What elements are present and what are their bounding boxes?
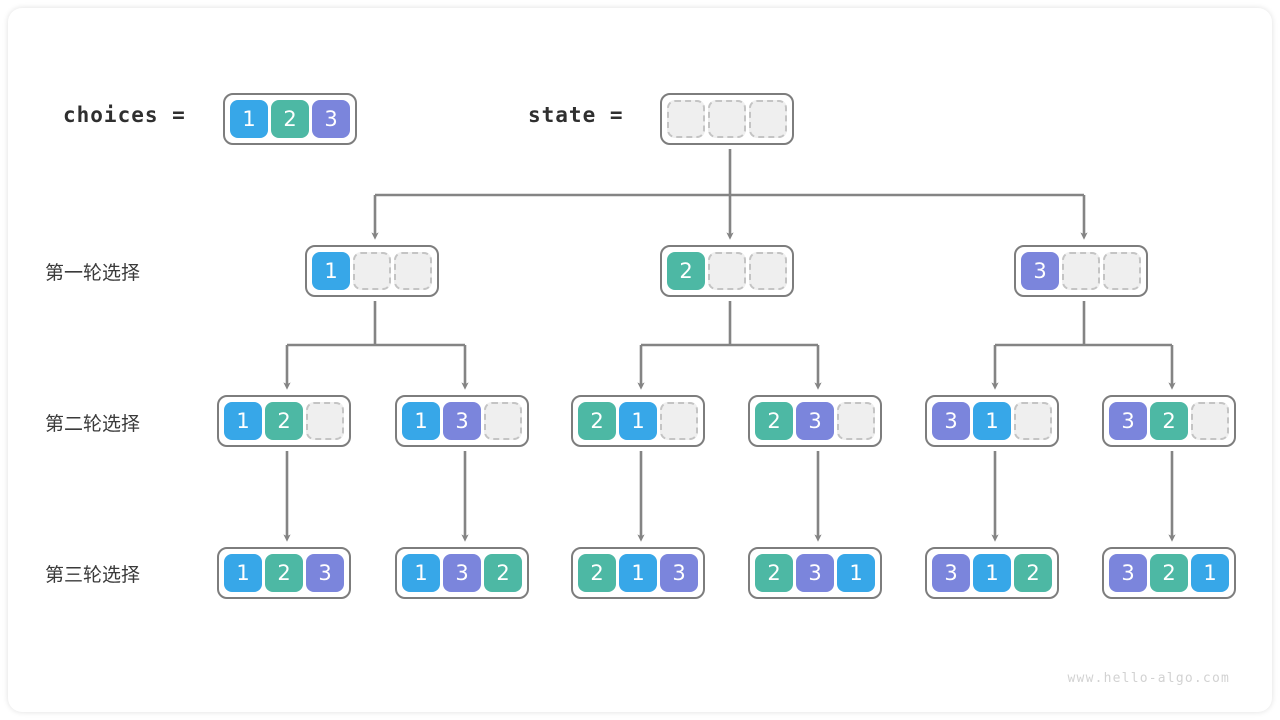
array-cell-empty [749,252,787,290]
watermark: www.hello-algo.com [1067,671,1230,686]
array-cell-value: 2 [578,554,616,592]
array-cell-value: 1 [224,554,262,592]
array-cell-empty [708,252,746,290]
tree-connectors [283,149,1176,542]
array-cell-value: 2 [271,100,309,138]
row-label-round-1: 第一轮选择 [45,262,141,284]
array-cell-value: 1 [973,554,1011,592]
array-cell-empty [708,100,746,138]
array-cell-empty [667,100,705,138]
array-cell-value: 1 [402,402,440,440]
array-cell-value: 1 [619,402,657,440]
state-label: state = [528,103,624,127]
array-cell-value: 2 [1150,554,1188,592]
array-cell-value: 3 [312,100,350,138]
array-cell-value: 2 [755,402,793,440]
row-label-round-3: 第三轮选择 [45,564,141,586]
array-cell-value: 3 [1109,554,1147,592]
array-cell-value: 2 [265,402,303,440]
array-cell-value: 2 [484,554,522,592]
array-cell-value: 1 [973,402,1011,440]
array-cell-value: 3 [932,554,970,592]
diagram-card: choices = state = 第一轮选择 第二轮选择 第三轮选择 www.… [8,8,1272,712]
row-label-round-2: 第二轮选择 [45,413,141,435]
array-cell-value: 3 [796,554,834,592]
array-cell-value: 3 [443,402,481,440]
array-cell-value: 1 [1191,554,1229,592]
array-cell-value: 1 [230,100,268,138]
array-cell-value: 1 [402,554,440,592]
array-cell-value: 3 [660,554,698,592]
array-cell-empty [394,252,432,290]
array-cell-value: 1 [312,252,350,290]
array-cell-empty [660,402,698,440]
array-cell-empty [484,402,522,440]
array-cell-value: 3 [932,402,970,440]
array-cell-value: 3 [1021,252,1059,290]
array-cell-empty [1062,252,1100,290]
node-round-1-1: 2 [660,245,794,297]
array-cell-value: 2 [1014,554,1052,592]
array-cell-empty [353,252,391,290]
array-cell-value: 3 [796,402,834,440]
array-cell-value: 3 [1109,402,1147,440]
choices-label: choices = [63,103,186,127]
array-cell-empty [1014,402,1052,440]
node-round-1-0: 1 [305,245,439,297]
node-round-1-2: 3 [1014,245,1148,297]
array-cell-empty [306,402,344,440]
array-cell-empty [1191,402,1229,440]
array-cell-value: 2 [578,402,616,440]
array-cell-value: 1 [837,554,875,592]
array-cell-value: 2 [667,252,705,290]
diagram-stage: choices = state = 第一轮选择 第二轮选择 第三轮选择 www.… [8,8,1272,712]
state-array [660,93,794,145]
array-cell-empty [749,100,787,138]
array-cell-value: 1 [619,554,657,592]
array-cell-value: 2 [755,554,793,592]
array-cell-value: 2 [1150,402,1188,440]
array-cell-value: 3 [306,554,344,592]
array-cell-value: 2 [265,554,303,592]
array-cell-value: 3 [443,554,481,592]
array-cell-empty [837,402,875,440]
array-cell-empty [1103,252,1141,290]
array-cell-value: 1 [224,402,262,440]
